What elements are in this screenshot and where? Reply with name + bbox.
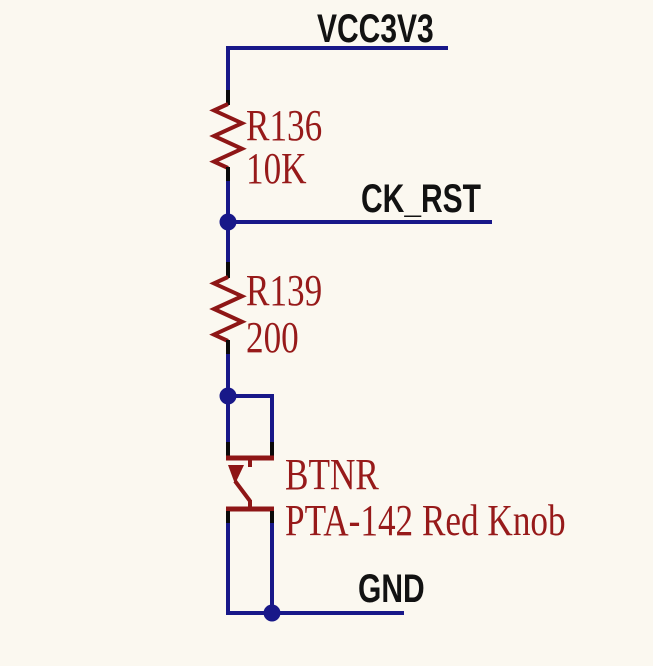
refdes-r136: R136 bbox=[246, 100, 322, 150]
refdes-r139: R139 bbox=[246, 265, 322, 315]
junction-dot bbox=[219, 213, 237, 231]
wire-btnr-top-branch bbox=[228, 394, 274, 444]
resistor-r139: R139 200 bbox=[209, 262, 322, 362]
pushbutton-btnr: BTNR PTA-142 Red Knob bbox=[219, 387, 566, 545]
net-label-vcc3v3: VCC3V3 bbox=[317, 7, 434, 51]
refdes-btnr: BTNR bbox=[285, 449, 379, 499]
net-ck-rst: CK_RST bbox=[219, 177, 492, 231]
value-r136: 10K bbox=[246, 143, 307, 193]
button-actuator-lever bbox=[233, 479, 252, 503]
net-label-gnd: GND bbox=[358, 567, 425, 611]
junction-dot bbox=[263, 604, 281, 622]
net-gnd: GND bbox=[226, 523, 425, 622]
net-vcc3v3: VCC3V3 bbox=[226, 7, 448, 92]
wire-vcc3v3 bbox=[226, 46, 448, 92]
resistor-r136: R136 10K bbox=[209, 90, 322, 193]
wire-gnd-left bbox=[226, 523, 404, 615]
resistor-zigzag-icon bbox=[209, 102, 247, 170]
resistor-zigzag-icon bbox=[209, 275, 247, 343]
value-r139: 200 bbox=[246, 312, 299, 362]
net-label-ck-rst: CK_RST bbox=[361, 177, 481, 221]
button-actuator-arrow-icon bbox=[228, 465, 244, 484]
value-btnr: PTA-142 Red Knob bbox=[285, 495, 566, 545]
